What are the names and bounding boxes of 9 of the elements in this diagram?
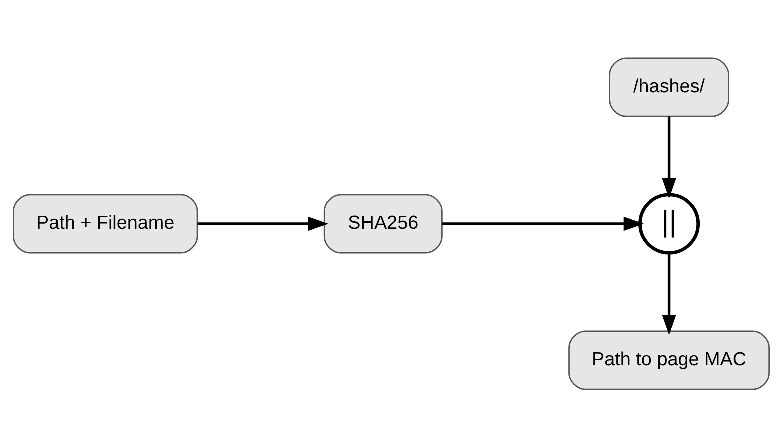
node-circle: ||	[638, 192, 700, 254]
node-box: Path + Filename	[13, 194, 198, 254]
arrow	[662, 252, 676, 335]
arrow	[662, 116, 676, 198]
node-box: SHA256	[324, 194, 443, 254]
node-box: /hashes/	[609, 57, 730, 117]
arrow	[442, 216, 644, 231]
node-box: Path to page MAC	[568, 330, 770, 390]
arrow	[198, 216, 329, 231]
